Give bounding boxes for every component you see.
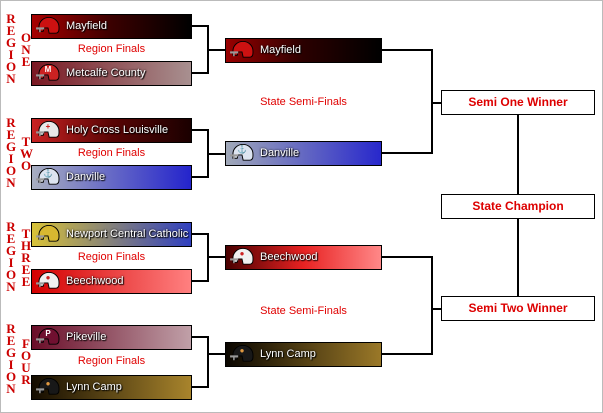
region-one-word: REGION xyxy=(5,11,17,86)
bracket-line xyxy=(192,280,209,282)
region-finals-label: Region Finals xyxy=(77,147,146,159)
semi-two-winner-box: Semi Two Winner xyxy=(441,296,595,321)
team-bar-holy-cross-louisville[interactable]: + Holy Cross Louisville xyxy=(31,118,192,143)
semifinal-bar-danville[interactable]: ⚓ Danville xyxy=(225,141,382,166)
football-helmet-icon xyxy=(230,143,254,161)
region-three-word: REGION xyxy=(5,219,17,294)
region-three-number: THREE xyxy=(20,226,32,289)
football-helmet-icon xyxy=(36,120,60,138)
bracket-line xyxy=(382,353,433,355)
bracket-line xyxy=(207,153,225,155)
football-helmet-icon xyxy=(230,40,254,58)
bracket-line xyxy=(431,308,441,310)
team-bar-newport-central-catholic[interactable]: Newport Central Catholic xyxy=(31,222,192,247)
team-bar-lynn-camp[interactable]: ● Lynn Camp xyxy=(31,375,192,400)
team-name: Holy Cross Louisville xyxy=(66,124,169,136)
semifinal-bar-mayfield[interactable]: Mayfield xyxy=(225,38,382,63)
team-name: Danville xyxy=(66,171,106,183)
region-one-number: ONE xyxy=(20,30,32,69)
football-helmet-icon xyxy=(36,271,60,289)
bracket-line xyxy=(207,353,225,355)
bracket-line xyxy=(382,152,433,154)
bracket-line xyxy=(382,256,433,258)
bracket-line xyxy=(431,102,441,104)
team-bar-danville[interactable]: ⚓ Danville xyxy=(31,165,192,190)
state-semifinals-label: State Semi-Finals xyxy=(260,96,347,108)
semifinal-bar-beechwood[interactable]: ● Beechwood xyxy=(225,245,382,270)
region-two-number: TWO xyxy=(20,134,33,173)
region-finals-label: Region Finals xyxy=(77,251,146,263)
bracket-line xyxy=(517,115,519,194)
team-bar-beechwood[interactable]: ● Beechwood xyxy=(31,269,192,294)
football-helmet-icon xyxy=(230,344,254,362)
bracket-line xyxy=(192,25,209,27)
bracket-line xyxy=(192,336,209,338)
team-bar-mayfield[interactable]: Mayfield xyxy=(31,14,192,39)
football-helmet-icon xyxy=(230,247,254,265)
team-name: Lynn Camp xyxy=(260,348,316,360)
bracket-line xyxy=(192,386,209,388)
football-helmet-icon xyxy=(36,63,60,81)
bracket-line xyxy=(431,49,433,154)
team-bar-metcalfe-county[interactable]: M Metcalfe County xyxy=(31,61,192,86)
state-champion-box: State Champion xyxy=(441,194,595,219)
bracket-line xyxy=(382,49,433,51)
team-name: Newport Central Catholic xyxy=(66,228,189,240)
bracket-line xyxy=(431,256,433,355)
bracket-line xyxy=(207,49,225,51)
team-name: Mayfield xyxy=(260,44,301,56)
football-helmet-icon xyxy=(36,224,60,242)
bracket-line xyxy=(192,176,209,178)
bracket-line xyxy=(192,72,209,74)
team-name: Metcalfe County xyxy=(66,67,146,79)
semifinal-bar-lynn-camp[interactable]: ● Lynn Camp xyxy=(225,342,382,367)
region-finals-label: Region Finals xyxy=(77,355,146,367)
team-name: Beechwood xyxy=(66,275,124,287)
football-helmet-icon xyxy=(36,167,60,185)
region-four-word: REGION xyxy=(5,321,17,396)
team-bar-pikeville[interactable]: P Pikeville xyxy=(31,325,192,350)
state-semifinals-label: State Semi-Finals xyxy=(260,305,347,317)
region-two-word: REGION xyxy=(5,115,17,190)
football-helmet-icon xyxy=(36,377,60,395)
bracket-line xyxy=(192,233,209,235)
semi-one-winner-box: Semi One Winner xyxy=(441,90,595,115)
bracket-line xyxy=(207,256,225,258)
team-name: Beechwood xyxy=(260,251,318,263)
region-finals-label: Region Finals xyxy=(77,43,146,55)
bracket-line xyxy=(192,129,209,131)
bracket-line xyxy=(517,219,519,296)
bracket-line xyxy=(207,336,209,388)
football-helmet-icon xyxy=(36,327,60,345)
region-four-number: FOUR xyxy=(20,336,32,387)
team-name: Mayfield xyxy=(66,20,107,32)
team-name: Danville xyxy=(260,147,300,159)
team-name: Pikeville xyxy=(66,331,107,343)
team-name: Lynn Camp xyxy=(66,381,122,393)
football-helmet-icon xyxy=(36,16,60,34)
